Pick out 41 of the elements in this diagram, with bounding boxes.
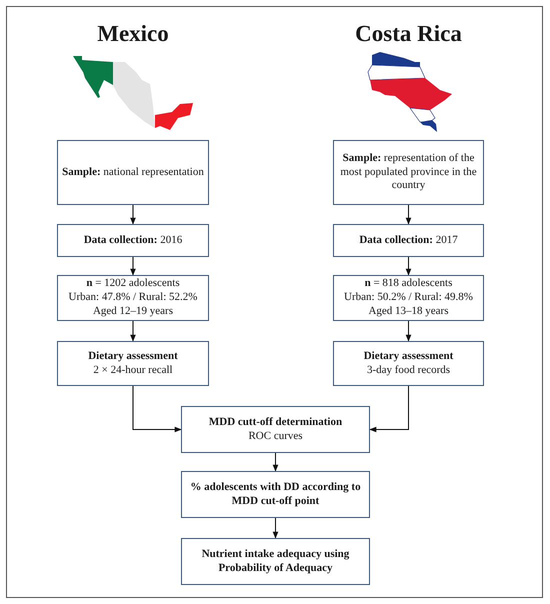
process-box [333,140,484,205]
box-text: Dietary assessment [88,350,178,364]
process-box [333,341,484,386]
process-box [181,538,370,585]
process-box [181,406,370,453]
box-text: 3-day food records [366,364,450,378]
arrow [369,386,409,432]
process-box [57,224,209,257]
process-box [57,140,209,205]
box-text: Dietary assessment [364,350,454,364]
box-text: MDD cutt-off determination [208,416,342,430]
arrow [130,204,136,225]
process-box [333,224,484,257]
box-text: Urban: 50.2% / Rural: 49.8% [344,291,473,305]
arrow [272,518,278,539]
arrow [406,204,412,225]
arrow [132,386,182,432]
box-text: Sample: representation of the most populated province in the country [339,152,478,194]
box-text: Nutrient intake adequacy using Probability of Adequacy [200,548,350,576]
box-text: ROC curves [248,430,303,444]
process-box [181,471,370,518]
box-text: Data collection: 2016 [84,234,182,248]
box-text: n = 818 adolescents [364,277,452,292]
box-text: % adolescents with DD according to MDD cut-off point [189,480,362,508]
arrow [130,320,136,342]
arrow [406,256,412,276]
process-box [57,275,209,321]
arrow [406,320,412,342]
arrow [272,452,278,472]
box-text: Aged 12–19 years [92,304,174,319]
box-text: Sample: national representation [62,166,204,180]
box-text: n = 1202 adolescents [86,277,180,292]
column-heading: Mexico [97,20,169,48]
box-text: Aged 13–18 years [368,304,449,319]
box-text: 2 × 24-hour recall [93,364,173,378]
box-text: Urban: 47.8% / Rural: 52.2% [68,291,198,305]
process-box [333,275,484,321]
process-box [57,341,209,386]
box-text: Data collection: 2017 [359,234,458,248]
column-heading: Costa Rica [355,20,462,48]
arrow [130,256,136,276]
